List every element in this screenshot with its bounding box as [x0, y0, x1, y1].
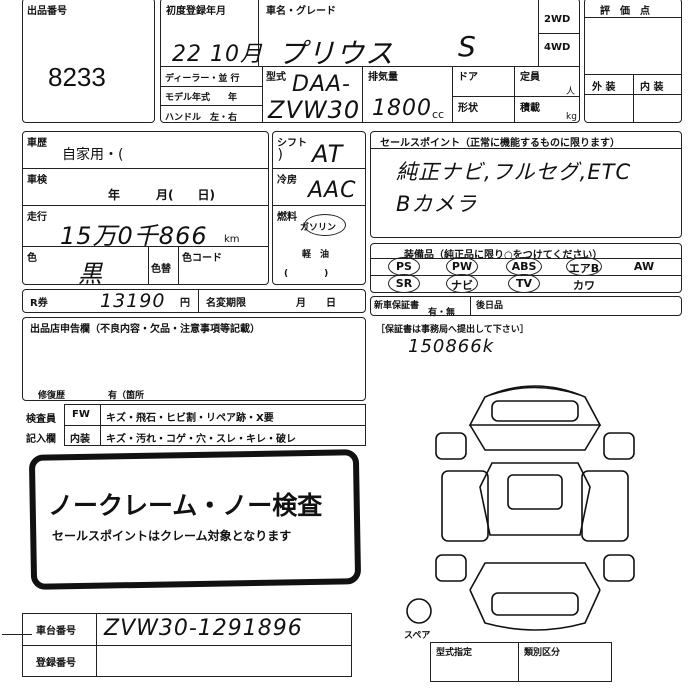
- fuel-diesel: 軽 油: [302, 250, 330, 260]
- drive-4wd: 4WD: [544, 42, 571, 53]
- history-box: [22, 131, 269, 285]
- color-change-label: 色替: [151, 264, 171, 275]
- first-reg-label: 初度登録年月: [166, 6, 226, 17]
- fuel-selected-circle: [304, 214, 346, 236]
- sales-points-line1: 純正ナビ,フルセグ,ETC: [396, 160, 632, 184]
- no-claim-title: ノークレーム・ノー検査: [48, 491, 323, 520]
- car-name: プリウス: [278, 37, 395, 70]
- warranty-value: 有・無: [428, 308, 456, 318]
- drive-2wd: 2WD: [544, 14, 571, 25]
- persons-unit: 人: [566, 87, 576, 97]
- registration-label: 登録番号: [36, 658, 76, 669]
- equip-aw: AW: [633, 260, 655, 273]
- inspection-label: 車検: [27, 175, 47, 186]
- warranty-label: 新車保証書: [374, 301, 420, 311]
- seller-report-box: [22, 317, 366, 401]
- type-designation-box: [430, 642, 612, 682]
- name-change-deadline-label: 名変期限: [206, 298, 246, 309]
- rating-title: 評 価 点: [600, 6, 650, 17]
- recycle-label: R券: [30, 298, 48, 309]
- color-label: 色: [27, 253, 37, 264]
- repair-history-label: 修復歴: [38, 391, 66, 401]
- inspector-label-1: 検査員: [26, 414, 56, 425]
- model-type-value-1: DAA-: [292, 72, 351, 97]
- no-claim-subtitle: セールスポイントはクレーム対象となります: [52, 529, 292, 543]
- spare-tire-icon: [406, 598, 432, 624]
- fuel-paren: ( ): [284, 269, 329, 279]
- vehicle-info-box: [160, 0, 580, 123]
- handle-label: ハンドル 左・右: [165, 113, 238, 123]
- car-damage-diagram: [435, 385, 635, 631]
- aircon-label: 冷房: [277, 175, 297, 186]
- capacity-label: 定員: [520, 72, 540, 83]
- car-name-grade-label: 車名・グレード: [266, 6, 336, 17]
- shift-value: AT: [312, 140, 344, 168]
- sales-points-line2: Bカメラ: [396, 192, 478, 216]
- displacement-label: 排気量: [368, 72, 398, 83]
- mileage-note-value: 150866k: [408, 336, 495, 357]
- recycle-yen: 円: [180, 298, 190, 309]
- model-type-label: 型式: [266, 72, 286, 83]
- history-value: 自家用・( ): [62, 147, 283, 163]
- cc-unit: cc: [432, 108, 445, 121]
- model-year-label: モデル年式 年: [165, 93, 238, 103]
- later-item-label: 後日品: [476, 301, 504, 311]
- name-change-deadline-value: 月 日: [296, 298, 336, 309]
- rating-interior-label: 内 装: [640, 82, 664, 93]
- shape-label: 形状: [458, 103, 478, 114]
- equip-sr-circle: [388, 274, 420, 293]
- doors-label: ドア: [458, 72, 478, 83]
- fuel-label: 燃料: [277, 212, 297, 223]
- mileage-label: 走行: [27, 212, 47, 223]
- dealer-label: ディーラー・並 行: [165, 74, 240, 84]
- lot-number-box: [22, 0, 155, 123]
- repair-history-value: 有（箇所: [108, 391, 145, 401]
- aircon-value: AAC: [308, 178, 357, 203]
- chassis-value: ZVW30-1291896: [104, 616, 303, 641]
- lot-number-label: 出品番号: [27, 6, 67, 17]
- equip-tv-circle: [508, 274, 540, 293]
- equip-airbag-circle: [566, 257, 602, 276]
- grade: S: [458, 30, 477, 63]
- equipment-label: 装備品（純正品に限り○をつけてください）: [404, 250, 603, 261]
- sales-points-label: セールスポイント（正常に機能するものに限ります）: [380, 138, 620, 149]
- inspector-fw: FW: [72, 409, 90, 420]
- sales-points-box: [370, 131, 682, 238]
- displacement-value: 1800: [372, 96, 432, 121]
- shift-box: [272, 131, 366, 285]
- equip-navi-circle: [446, 274, 478, 293]
- mileage-value: 15万0千866: [60, 222, 208, 250]
- inspector-fw-items: キズ・飛石・ヒビ割・リペア跡・X要: [106, 413, 274, 424]
- recycle-box: [22, 289, 366, 313]
- inspector-label-2: 記入欄: [26, 434, 56, 445]
- history-label: 車歴: [27, 138, 47, 149]
- lot-number: 8233: [48, 62, 106, 92]
- warranty-box: [370, 296, 682, 316]
- first-reg-value: 22 10月: [172, 42, 263, 67]
- model-type-value-2: ZVW30: [268, 96, 361, 124]
- inspector-interior: 内装: [70, 434, 90, 445]
- seller-report-label: 出品店申告欄（不良内容・欠品・注意事項等記載）: [30, 324, 260, 335]
- chassis-label: 車台番号: [36, 626, 76, 637]
- fuel-gasoline: ガソリン: [300, 223, 337, 233]
- rating-exterior-label: 外 装: [592, 82, 616, 93]
- warranty-note: ［保証書は事務局へ提出して下さい］: [376, 325, 529, 335]
- inspector-interior-items: キズ・汚れ・コゲ・穴・スレ・キレ・破レ: [106, 434, 296, 445]
- category-label: 類別区分: [524, 648, 561, 658]
- kg-unit: kg: [566, 112, 577, 122]
- shift-label: シフト: [277, 138, 307, 149]
- color-value: 黒: [78, 260, 103, 288]
- type-designation-label: 型式指定: [436, 648, 473, 658]
- spare-label: スペア: [404, 631, 431, 641]
- load-label: 積載: [520, 103, 540, 114]
- equip-leather: カワ: [573, 279, 595, 292]
- recycle-value: 13190: [100, 290, 166, 312]
- mileage-unit: km: [224, 234, 240, 245]
- color-code-label: 色コード: [182, 253, 222, 264]
- inspection-value: 年 月( 日): [108, 188, 215, 202]
